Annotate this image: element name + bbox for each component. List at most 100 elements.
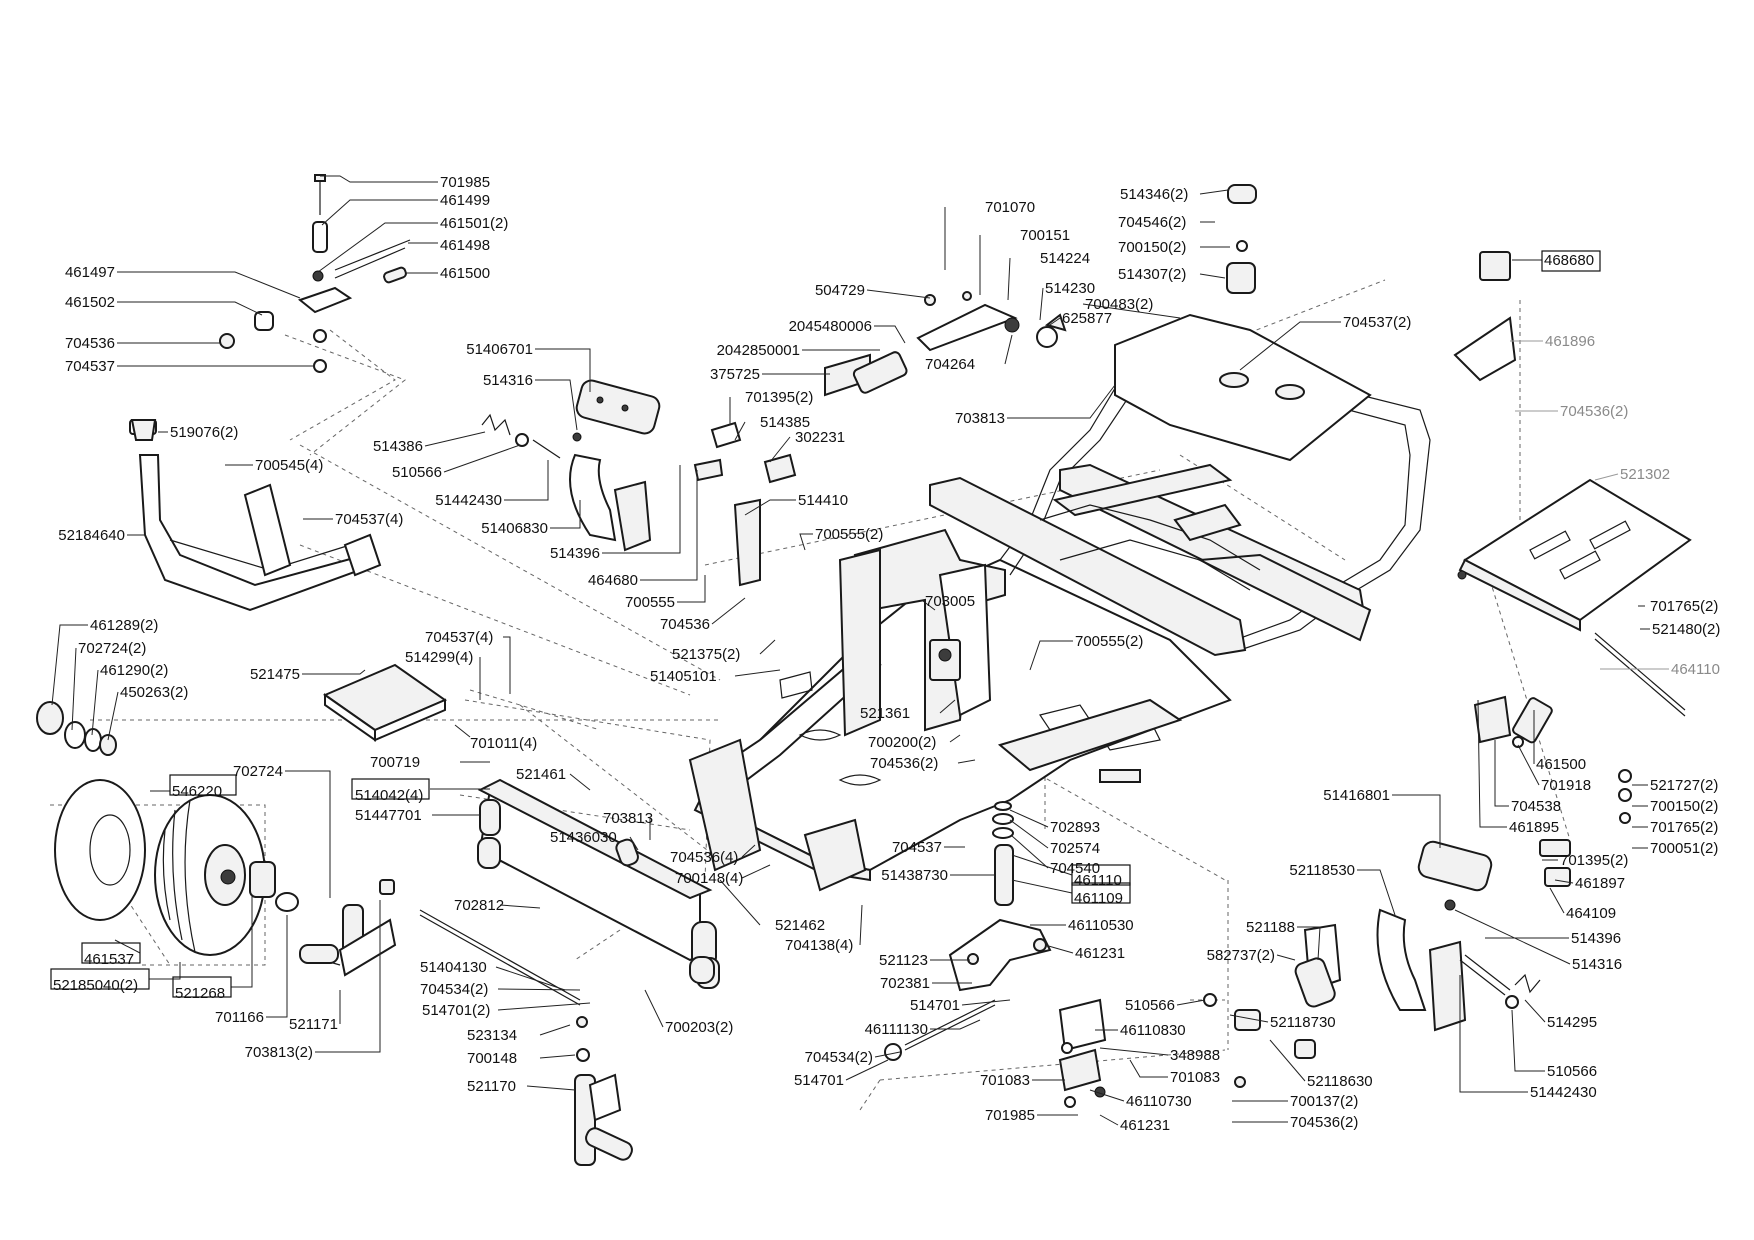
leader-line-c704138 <box>859 904 863 946</box>
part-callout-c701918: 701918 <box>1541 777 1591 794</box>
part-callout-c701070: 701070 <box>985 199 1035 216</box>
part-callout-c702724: 702724 <box>233 763 283 780</box>
part-callout-c701985a: 701985 <box>440 174 490 191</box>
part-callout-c701166: 701166 <box>215 1009 264 1026</box>
top-left-hardware <box>219 174 411 373</box>
leader-line-c348988 <box>1099 1047 1169 1056</box>
part-callout-c700203: 700203(2) <box>665 1019 733 1036</box>
leader-line-c514316b <box>1454 909 1571 965</box>
leader-line-c704540 <box>1011 835 1049 869</box>
leader-line-c521268 <box>231 895 253 988</box>
framed-part-numbers <box>50 250 1601 998</box>
leader-line-c514346 <box>1199 189 1229 195</box>
leader-line-c461231b <box>1099 1114 1119 1126</box>
part-callout-c514307: 514307(2) <box>1118 266 1186 283</box>
leader-line-c582737 <box>1276 954 1296 961</box>
leader-line-c461499 <box>321 199 438 226</box>
part-callout-c704537a: 704537 <box>65 358 115 375</box>
part-callout-c51404130: 51404130 <box>420 959 487 976</box>
part-callout-c700137: 700137(2) <box>1290 1093 1358 1110</box>
leader-line-c700555 <box>677 575 706 603</box>
part-callout-c461896: 461896 <box>1545 333 1595 350</box>
part-callout-c375725: 375725 <box>710 366 760 383</box>
leader-line-c514701b <box>961 999 1011 1006</box>
leader-line-c510566a <box>443 444 521 473</box>
part-callout-c700148_4: 700148(4) <box>675 870 743 887</box>
right-spindle <box>574 1016 633 1166</box>
part-callout-c704264: 704264 <box>925 356 975 373</box>
part-callout-c704534_2a: 704534(2) <box>420 981 488 998</box>
part-callout-c701083b: 701083 <box>980 1072 1030 1089</box>
part-callout-c521268: 521268 <box>175 985 225 1002</box>
part-callout-c704536_2b: 704536(2) <box>1560 403 1628 420</box>
part-callout-c703813c: 703813 <box>955 410 1005 427</box>
left-spindle <box>299 879 581 1006</box>
part-callout-c510566a: 510566 <box>392 464 442 481</box>
part-callout-c700483: 700483(2) <box>1085 296 1153 313</box>
leader-line-c514701c <box>845 1059 889 1081</box>
part-callout-c461499: 461499 <box>440 192 490 209</box>
part-callout-c450263: 450263(2) <box>120 684 188 701</box>
part-callout-c521188: 521188 <box>1246 919 1295 936</box>
leader-line-c704536_2a <box>957 759 976 764</box>
part-callout-c701985b: 701985 <box>985 1107 1035 1124</box>
part-callout-c510566b: 510566 <box>1125 997 1175 1014</box>
part-callout-c461537: 461537 <box>84 951 134 968</box>
leader-line-c514307 <box>1199 273 1226 279</box>
leader-line-c700148_4 <box>741 864 771 879</box>
part-callout-c700545: 700545(4) <box>255 457 323 474</box>
part-callout-c704534_2b: 704534(2) <box>805 1049 873 1066</box>
leader-line-c703813c <box>1007 384 1116 419</box>
part-callout-c700555: 700555 <box>625 594 675 611</box>
leader-line-c700483 <box>1082 303 1181 319</box>
part-callout-c514224: 514224 <box>1040 250 1090 267</box>
rear-right-parts <box>1303 632 1686 1032</box>
part-callout-c514316a: 514316 <box>483 372 533 389</box>
leader-line-c461110 <box>1011 854 1073 876</box>
part-callout-c2045480006: 2045480006 <box>789 318 872 335</box>
leader-line-c701083a <box>1129 1059 1168 1078</box>
leader-line-c461497 <box>117 271 301 299</box>
part-callout-c521302: 521302 <box>1620 466 1670 483</box>
part-callout-c704537b: 704537 <box>892 839 942 856</box>
part-callout-c701395_2b: 701395(2) <box>1560 852 1628 869</box>
part-callout-c700150_2b: 700150(2) <box>1650 798 1718 815</box>
leader-line-c700200 <box>949 734 961 743</box>
part-callout-c461501: 461501(2) <box>440 215 508 232</box>
part-callout-c521461: 521461 <box>516 766 566 783</box>
part-callout-c464680: 464680 <box>588 572 638 589</box>
part-callout-c521727: 521727(2) <box>1650 777 1718 794</box>
part-callout-c702574: 702574 <box>1050 840 1100 857</box>
part-callout-c514396b: 514396 <box>1571 930 1621 947</box>
part-callout-c461290: 461290(2) <box>100 662 168 679</box>
leader-line-c704536_4 <box>741 844 756 858</box>
side-panel-521475 <box>322 663 448 742</box>
part-callout-c704138: 704138(4) <box>785 937 853 954</box>
leader-line-c504729 <box>866 289 931 299</box>
part-callout-c703005: 703005 <box>925 593 975 610</box>
part-callout-c461231b: 461231 <box>1120 1117 1170 1134</box>
leader-line-c701918 <box>1517 744 1540 786</box>
part-callout-c514295: 514295 <box>1547 1014 1597 1031</box>
part-callout-c704540: 704540 <box>1050 860 1100 877</box>
part-callout-c514346: 514346(2) <box>1120 186 1188 203</box>
leader-line-c52118630 <box>1269 1039 1306 1082</box>
leader-line-c51406701 <box>535 348 591 392</box>
part-callout-c704537_2: 704537(2) <box>1343 314 1411 331</box>
leader-line-c51405101 <box>734 669 781 677</box>
leader-line-c51436030 <box>629 836 639 851</box>
part-callout-c52118630: 52118630 <box>1307 1073 1373 1090</box>
leader-line-c700203 <box>644 989 664 1028</box>
front-bumper <box>129 419 382 612</box>
part-callout-c700151: 700151 <box>1020 227 1070 244</box>
part-callout-c461498: 461498 <box>440 237 490 254</box>
part-callout-c704536_2a: 704536(2) <box>870 755 938 772</box>
part-callout-c46110530: 46110530 <box>1068 917 1134 934</box>
leader-line-c521375 <box>759 639 776 655</box>
center-brackets <box>693 184 1517 587</box>
part-callout-c461110: 461110 <box>1074 872 1122 889</box>
leader-line-c700555_2b <box>1029 640 1073 671</box>
leader-line-c461109 <box>1011 879 1073 894</box>
part-callout-c521475: 521475 <box>250 666 300 683</box>
